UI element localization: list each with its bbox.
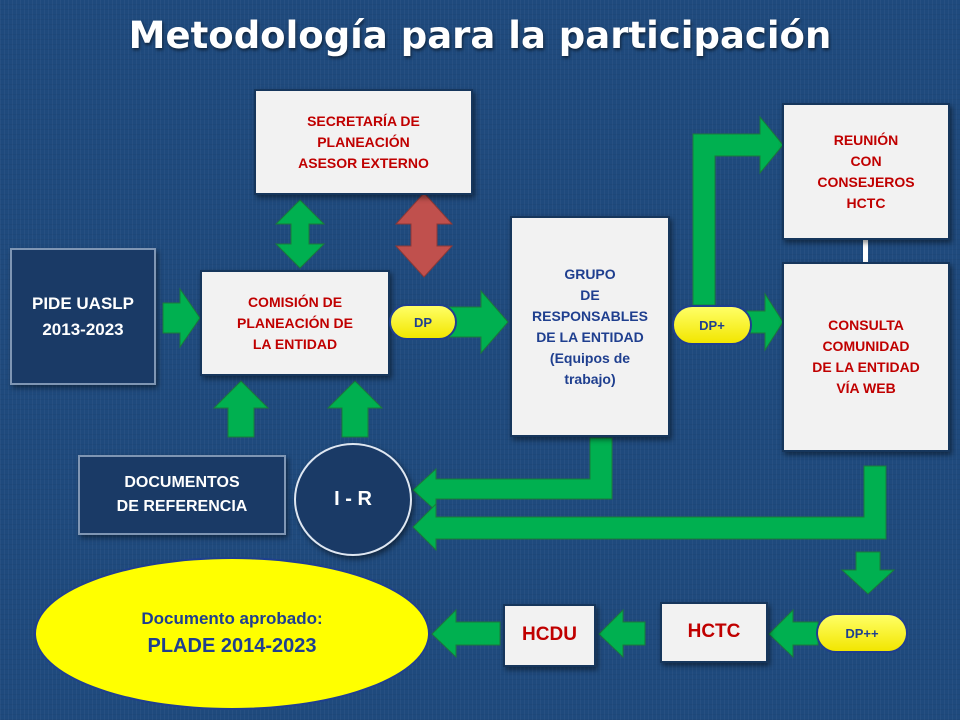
badge-dp-label: DP — [413, 314, 433, 330]
node-consulta: CONSULTA COMUNIDAD DE LA ENTIDAD VÍA WEB — [782, 262, 950, 452]
node-consulta-label: CONSULTA COMUNIDAD DE LA ENTIDAD VÍA WEB — [812, 317, 920, 396]
arrow-red-double — [394, 192, 454, 278]
node-secretaria: SECRETARÍA DE PLANEACIÓN ASESOR EXTERNO — [254, 89, 473, 195]
arrow-up-documentos — [212, 380, 270, 438]
badge-dp: DP — [389, 304, 457, 340]
node-comision: COMISIÓN DE PLANEACIÓN DE LA ENTIDAD — [200, 270, 390, 376]
arrow-to-plade — [431, 608, 501, 659]
page-title: Metodología para la participación — [128, 14, 832, 57]
arrow-consulta-return — [412, 465, 887, 552]
node-hctc: HCTC — [660, 602, 768, 663]
arrow-grupo-return — [412, 437, 613, 513]
node-hctc-label: HCTC — [687, 621, 741, 643]
final-document-caption: Documento aprobado: — [141, 609, 323, 628]
badge-dp-plus-plus-label: DP++ — [845, 625, 879, 641]
badge-dp-plus: DP+ — [672, 305, 752, 345]
node-pide: PIDE UASLP 2013-2023 — [10, 248, 156, 385]
final-document-name: PLADE 2014-2023 — [147, 635, 317, 657]
badge-dp-plus-plus: DP++ — [816, 613, 908, 653]
node-grupo-label: GRUPO DE RESPONSABLES DE LA ENTIDAD (Equ… — [532, 265, 648, 387]
arrow-dp-to-grupo — [447, 289, 509, 355]
node-reunion: REUNIÓN CON CONSEJEROS HCTC — [782, 103, 950, 240]
badge-dp-plus-label: DP+ — [699, 317, 725, 333]
arrow-pide-to-comision — [162, 287, 201, 349]
arrow-to-hctc — [768, 608, 819, 659]
node-pide-label: PIDE UASLP 2013-2023 — [31, 294, 135, 339]
node-grupo: GRUPO DE RESPONSABLES DE LA ENTIDAD (Equ… — [510, 216, 670, 437]
node-hcdu: HCDU — [503, 604, 596, 667]
arrow-secretaria-comision-double — [274, 199, 326, 269]
final-document-oval: Documento aprobado: PLADE 2014-2023 — [34, 557, 430, 710]
node-comision-label: COMISIÓN DE PLANEACIÓN DE LA ENTIDAD — [237, 293, 353, 352]
connector-reunion-consulta — [863, 222, 868, 276]
node-ir-label: I - R — [334, 488, 372, 510]
arrow-down-to-dpplusplus — [840, 551, 896, 595]
node-secretaria-label: SECRETARÍA DE PLANEACIÓN ASESOR EXTERNO — [298, 112, 429, 171]
node-documentos: DOCUMENTOS DE REFERENCIA — [78, 455, 286, 535]
node-reunion-label: REUNIÓN CON CONSEJEROS HCTC — [817, 131, 915, 211]
arrow-up-ir — [326, 380, 384, 438]
node-documentos-label: DOCUMENTOS DE REFERENCIA — [116, 474, 248, 515]
node-hcdu-label: HCDU — [522, 624, 577, 646]
node-ir: I - R — [294, 443, 412, 556]
arrow-up-to-reunion — [692, 115, 784, 306]
arrow-to-hcdu — [598, 608, 646, 659]
